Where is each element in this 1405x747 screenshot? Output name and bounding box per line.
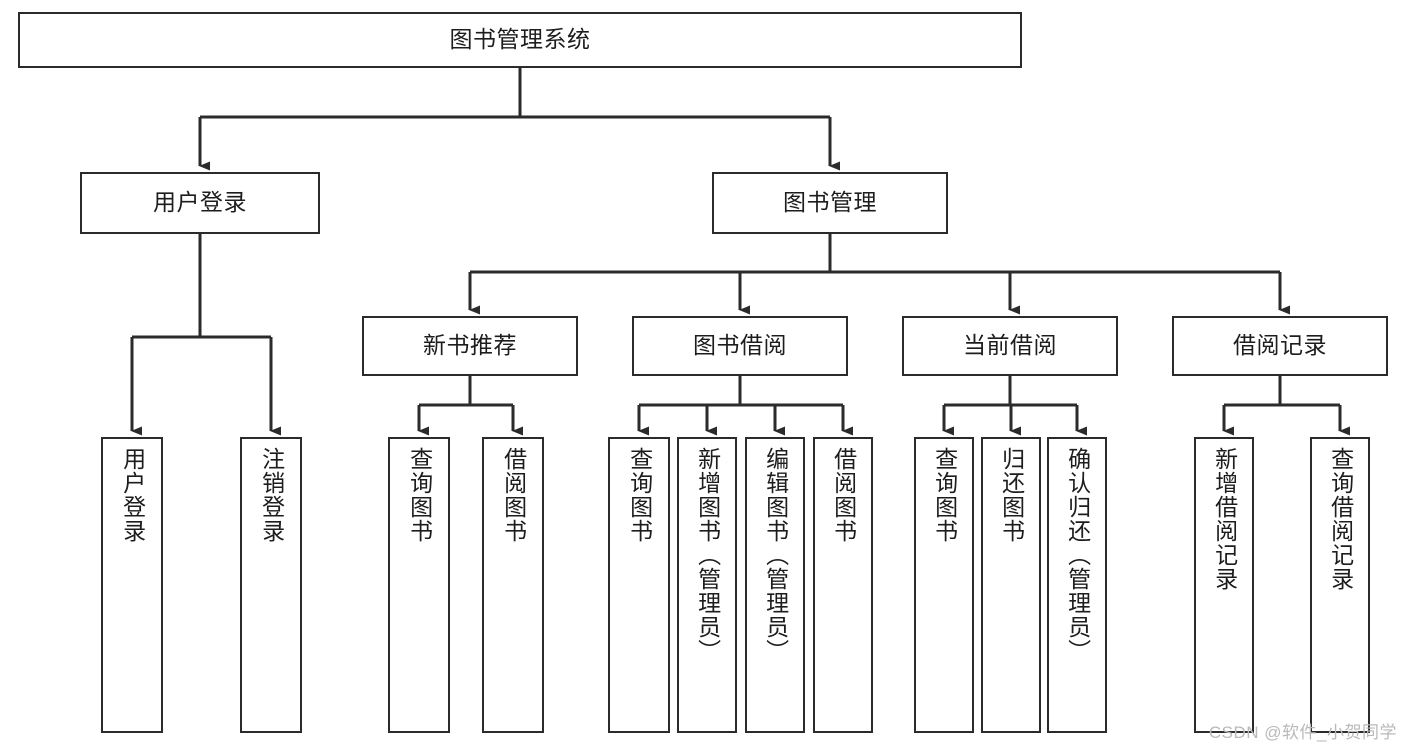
node-leaf-query-record[interactable]: 查询借阅记录 — [1310, 437, 1370, 733]
node-leaf-add-record-label: 新增借阅记录 — [1211, 447, 1238, 591]
node-user-login[interactable]: 用户登录 — [80, 172, 320, 234]
node-book-borrow-label: 图书借阅 — [693, 332, 787, 359]
node-leaf-borrow-book-rec-label: 借阅图书 — [500, 447, 527, 543]
node-leaf-add-book-label: 新增图书（管理员） — [694, 447, 721, 663]
node-new-book-rec-label: 新书推荐 — [423, 332, 517, 359]
node-current-borrow-label: 当前借阅 — [963, 332, 1057, 359]
node-leaf-query-record-label: 查询借阅记录 — [1327, 447, 1354, 591]
node-leaf-borrow-book-label: 借阅图书 — [830, 447, 857, 543]
node-leaf-return-book[interactable]: 归还图书 — [981, 437, 1041, 733]
node-leaf-logout-label: 注销登录 — [258, 447, 285, 543]
node-new-book-rec[interactable]: 新书推荐 — [362, 316, 578, 376]
node-leaf-user-login-label: 用户登录 — [119, 447, 146, 543]
node-root[interactable]: 图书管理系统 — [18, 12, 1022, 68]
node-leaf-borrow-book-rec[interactable]: 借阅图书 — [482, 437, 544, 733]
node-leaf-confirm-return-label: 确认归还（管理员） — [1064, 447, 1091, 663]
node-borrow-record[interactable]: 借阅记录 — [1172, 316, 1388, 376]
node-current-borrow[interactable]: 当前借阅 — [902, 316, 1118, 376]
node-leaf-edit-book-label: 编辑图书（管理员） — [762, 447, 789, 663]
node-book-manage-label: 图书管理 — [783, 189, 877, 216]
node-leaf-query-book-current[interactable]: 查询图书 — [914, 437, 974, 733]
node-book-borrow[interactable]: 图书借阅 — [632, 316, 848, 376]
node-leaf-return-book-label: 归还图书 — [998, 447, 1025, 543]
node-leaf-query-book-borrow-label: 查询图书 — [626, 447, 653, 543]
node-leaf-edit-book[interactable]: 编辑图书（管理员） — [745, 437, 805, 733]
node-user-login-label: 用户登录 — [153, 189, 247, 216]
node-leaf-query-book-borrow[interactable]: 查询图书 — [608, 437, 670, 733]
node-leaf-borrow-book[interactable]: 借阅图书 — [813, 437, 873, 733]
node-leaf-query-book-rec[interactable]: 查询图书 — [388, 437, 450, 733]
node-leaf-add-book[interactable]: 新增图书（管理员） — [677, 437, 737, 733]
node-borrow-record-label: 借阅记录 — [1233, 332, 1327, 359]
node-leaf-add-record[interactable]: 新增借阅记录 — [1194, 437, 1254, 733]
node-root-label: 图书管理系统 — [449, 26, 591, 53]
node-leaf-query-book-current-label: 查询图书 — [931, 447, 958, 543]
node-book-manage[interactable]: 图书管理 — [712, 172, 948, 234]
node-leaf-query-book-rec-label: 查询图书 — [406, 447, 433, 543]
node-leaf-logout[interactable]: 注销登录 — [240, 437, 302, 733]
node-leaf-user-login[interactable]: 用户登录 — [101, 437, 163, 733]
node-leaf-confirm-return[interactable]: 确认归还（管理员） — [1047, 437, 1107, 733]
